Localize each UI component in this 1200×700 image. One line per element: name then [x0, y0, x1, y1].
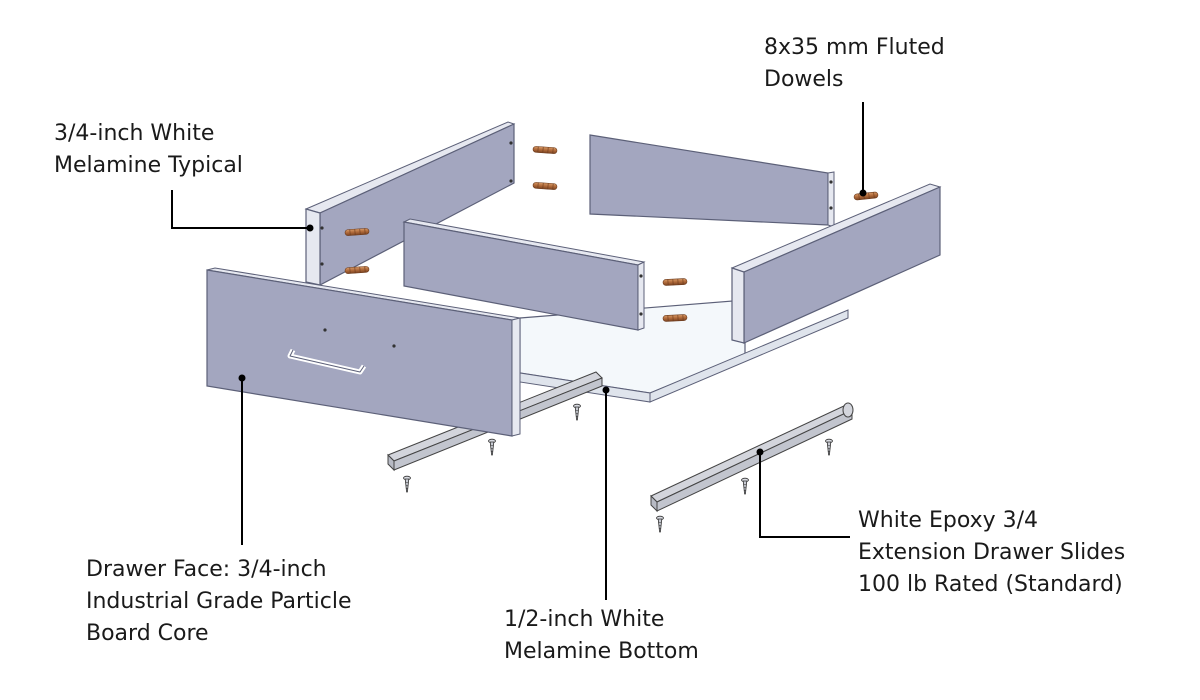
label-melamine-typical-line-1: 3/4-inch White: [54, 121, 215, 146]
label-bottom-line-2: Melamine Bottom: [504, 639, 699, 664]
back-panel: [589, 134, 835, 228]
right-side-panel: [730, 183, 942, 344]
inner-front-panel: [402, 218, 646, 331]
label-melamine-typical-line-2: Melamine Typical: [54, 153, 243, 178]
label-slides: White Epoxy 3/4 Extension Drawer Slides …: [858, 505, 1125, 601]
leader-lines: [171, 102, 867, 600]
label-slides-line-2: Extension Drawer Slides: [858, 540, 1126, 565]
label-dowels: 8x35 mm Fluted Dowels: [764, 32, 945, 96]
label-bottom-line-1: 1/2-inch White: [504, 607, 665, 632]
right-drawer-slide: [650, 402, 854, 513]
leader-slides: [759, 452, 850, 538]
label-drawer-face-line-1: Drawer Face: 3/4-inch: [86, 557, 327, 582]
label-drawer-face: Drawer Face: 3/4-inch Industrial Grade P…: [86, 554, 352, 650]
label-dowels-line-2: Dowels: [764, 67, 844, 92]
label-dowels-line-1: 8x35 mm Fluted: [764, 35, 945, 60]
leader-melamine-typical: [171, 190, 310, 229]
label-drawer-face-line-2: Industrial Grade Particle: [86, 589, 352, 614]
bottom-panel: [519, 299, 849, 403]
label-drawer-face-line-3: Board Core: [86, 621, 209, 646]
left-side-panel: [304, 121, 516, 286]
drawer-face: [206, 267, 521, 437]
label-slides-line-3: 100 lb Rated (Standard): [858, 572, 1123, 597]
label-slides-line-1: White Epoxy 3/4: [858, 508, 1039, 533]
label-melamine-typical: 3/4-inch White Melamine Typical: [54, 118, 243, 182]
label-bottom: 1/2-inch White Melamine Bottom: [504, 604, 699, 668]
